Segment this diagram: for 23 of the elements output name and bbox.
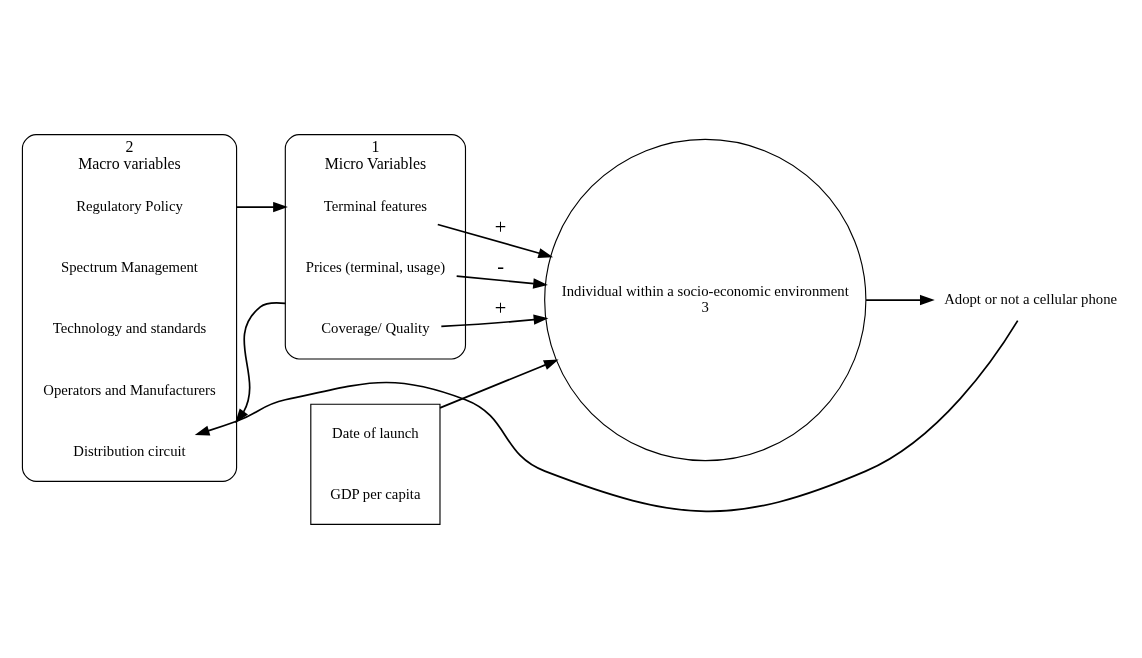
edge-label: +	[494, 215, 507, 238]
arrow	[440, 313, 549, 327]
edge-label: -	[497, 254, 505, 277]
arrow	[235, 201, 288, 212]
node-text: Operators and Manufacturers	[43, 381, 216, 398]
arrow	[194, 319, 1019, 512]
node-text: Regulatory Policy	[76, 197, 183, 214]
node-text: GDP per capita	[330, 485, 421, 502]
arrow	[865, 294, 935, 305]
arrow	[235, 301, 287, 423]
node-text: Terminal features	[323, 197, 427, 214]
node-text: Prices (terminal, usage)	[305, 258, 446, 275]
arrow	[439, 358, 559, 409]
edge-label: +	[494, 296, 507, 319]
node-text: Adopt or not a cellular phone	[944, 290, 1118, 307]
node-text: Technology and standards	[52, 319, 207, 336]
arrow	[455, 274, 548, 289]
cluster	[310, 403, 441, 525]
node-text: Distribution circuit	[73, 442, 186, 459]
node-text: Date of launch	[332, 424, 419, 441]
arrow	[436, 223, 554, 258]
node-text: Coverage/ Quality	[321, 319, 430, 336]
node-text: Spectrum Management	[61, 258, 198, 275]
